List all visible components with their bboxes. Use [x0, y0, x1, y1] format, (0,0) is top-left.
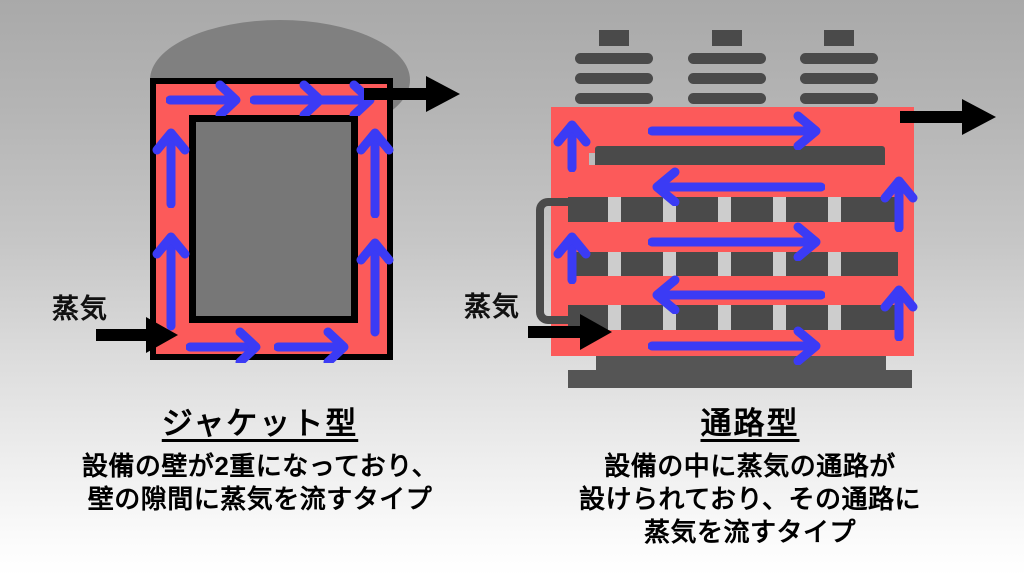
vent-stack-1 — [575, 30, 653, 113]
shelf-gap — [718, 304, 731, 332]
right-caption-line-2: 設けられており、その通路に — [579, 483, 921, 514]
left-caption-line-1: 設備の壁が2重になっており、 — [81, 451, 439, 481]
inner-chamber — [189, 115, 358, 323]
shelf-gap — [828, 196, 841, 224]
shelf-gap — [663, 250, 676, 278]
flow-arrow-bottom-1 — [186, 327, 261, 363]
shelf-bar-3 — [568, 250, 898, 278]
vent-bar-icon — [575, 93, 653, 104]
right-caption-line-3: 蒸気を流すタイプ — [643, 516, 856, 547]
steam-inlet-arrow-right-figure — [528, 314, 612, 350]
shelf-gap — [608, 196, 621, 224]
vent-cap-icon — [712, 30, 742, 46]
shelf-gap — [773, 304, 786, 332]
flow-arrow-passage-2-left — [652, 167, 825, 206]
vent-bar-icon — [575, 73, 653, 84]
steam-outlet-arrow-left-figure — [364, 76, 460, 112]
machine-base-lower — [568, 370, 912, 388]
right-caption-title: 通路型 — [700, 406, 800, 441]
left-figure-jacket-type: 蒸気 — [0, 0, 512, 400]
flow-arrow-right-up-1 — [356, 128, 394, 218]
flow-arrow-passage-4-left — [652, 275, 825, 314]
flow-arrow-riser-right-2 — [880, 285, 918, 341]
flow-arrow-riser-left-2 — [553, 232, 591, 284]
flow-arrow-riser-right-1 — [880, 176, 918, 232]
shelf-gap — [773, 250, 786, 278]
shelf-bar-4 — [568, 304, 898, 332]
door-handle-icon[interactable] — [536, 198, 570, 324]
vent-cap-icon — [599, 30, 629, 46]
steam-duct-3-overlay — [551, 222, 914, 252]
vent-bar-icon — [688, 53, 766, 64]
flow-arrow-left-up-2 — [152, 232, 190, 331]
shelf-gap — [718, 250, 731, 278]
flow-arrow-passage-5-right — [648, 326, 821, 365]
vent-bar-icon — [800, 93, 878, 104]
right-caption-block: 通路型 設備の中に蒸気の通路が 設けられており、その通路に 蒸気を流すタイプ — [530, 398, 970, 548]
steam-inlet-label-left: 蒸気 — [52, 294, 108, 324]
steam-inlet-label-right: 蒸気 — [464, 292, 520, 322]
flow-arrow-riser-left-1 — [553, 120, 591, 172]
flow-arrow-right-up-2 — [356, 238, 394, 337]
vent-stack-3 — [800, 30, 878, 113]
steam-outlet-arrow-right-figure — [900, 99, 996, 135]
vent-bar-icon — [575, 53, 653, 64]
flow-arrow-passage-3-right — [648, 222, 821, 261]
shelf-gap — [608, 250, 621, 278]
flow-arrow-bottom-2 — [274, 327, 349, 363]
vent-bar-icon — [688, 73, 766, 84]
vent-bar-icon — [800, 73, 878, 84]
vent-bar-icon — [800, 53, 878, 64]
vent-cap-icon — [824, 30, 854, 46]
shelf-gap — [773, 196, 786, 224]
left-caption-block: ジャケット型 設備の壁が2重になっており、 壁の隙間に蒸気を流すタイプ — [40, 398, 480, 516]
flow-arrow-top-1 — [166, 80, 241, 116]
left-caption-title: ジャケット型 — [161, 406, 359, 441]
vent-stack-2 — [688, 30, 766, 113]
steam-inlet-arrow-left-figure — [96, 317, 178, 353]
shelf-gap — [828, 304, 841, 332]
right-figure-passage-type: 蒸気 — [464, 30, 996, 388]
left-caption-line-2: 壁の隙間に蒸気を流すタイプ — [87, 483, 433, 514]
flow-arrow-left-up-1 — [152, 128, 190, 208]
shelf-gap — [718, 196, 731, 224]
vent-bar-icon — [688, 93, 766, 104]
flow-arrow-passage-1-right — [648, 111, 821, 150]
shelf-bar-2 — [568, 196, 898, 224]
right-caption-line-1: 設備の中に蒸気の通路が — [604, 451, 896, 481]
steam-duct-2-overlay — [551, 165, 914, 197]
shelf-gap — [608, 304, 621, 332]
shelf-gap — [828, 250, 841, 278]
